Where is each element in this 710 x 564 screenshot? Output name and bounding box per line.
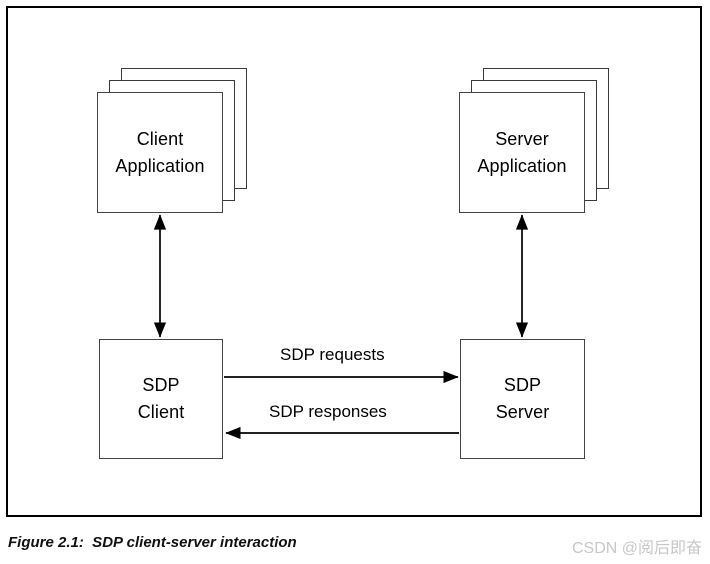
sdp-server-label: SDP Server (495, 375, 550, 422)
sdp-responses-label: SDP responses (269, 402, 387, 421)
sdp-client-box[interactable]: SDP Client (99, 339, 223, 459)
client-application-label: Client Application (115, 128, 205, 176)
server-application-label: Server Application (477, 128, 567, 176)
figure-caption: Figure 2.1: SDP client-server interactio… (8, 534, 297, 551)
client-application-box[interactable]: Client Application (97, 92, 223, 213)
server-application-box[interactable]: Server Application (459, 92, 585, 213)
sdp-requests-label: SDP requests (280, 345, 385, 364)
sdp-server-box[interactable]: SDP Server (460, 339, 585, 459)
csdn-watermark: CSDN @阅后即奋 (571, 540, 702, 557)
sdp-client-label: SDP Client (137, 375, 185, 422)
figure-frame: Client Application Server Application SD… (6, 6, 702, 517)
